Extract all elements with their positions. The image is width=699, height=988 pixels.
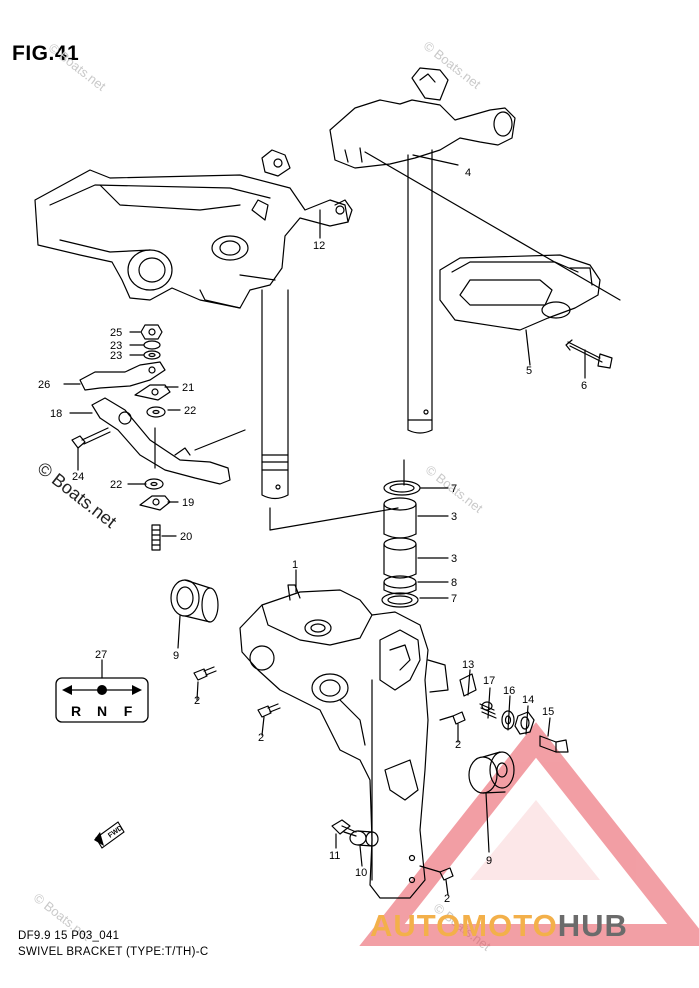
part-8-spacer <box>383 575 417 595</box>
part-19-plate <box>139 495 171 511</box>
callout-13: 13 <box>462 659 474 671</box>
assembly-line-c <box>364 151 621 301</box>
part-9-bushing-right <box>468 751 515 794</box>
callout-10: 10 <box>355 867 367 879</box>
callout-5: 5 <box>526 365 532 377</box>
callout-2d: 2 <box>444 893 450 905</box>
assembly-line-e <box>194 429 246 451</box>
part-26-plate <box>79 361 166 391</box>
part-17-spring <box>479 701 497 719</box>
caption-name: SWIVEL BRACKET (TYPE:T/TH)-C <box>18 946 209 958</box>
callout-9a: 9 <box>173 650 179 662</box>
part-1-swivel-bracket <box>239 584 449 899</box>
part-25-nut <box>140 324 163 340</box>
callout-11: 11 <box>329 850 340 862</box>
figure-title: FIG.41 <box>12 42 80 65</box>
part-3-bushing-a <box>383 497 417 539</box>
callout-24: 24 <box>72 471 84 483</box>
callout-22b: 22 <box>110 479 122 491</box>
callout-1: 1 <box>292 559 298 571</box>
steering-shaft <box>261 289 289 500</box>
part-2-screw-a <box>193 666 217 681</box>
callout-23a: 23 <box>110 340 122 352</box>
part-18-link-arm <box>91 397 231 485</box>
part-2-screw-b <box>257 703 281 718</box>
logo-triangle <box>359 722 699 946</box>
logo-part-1: AUTOMOTO <box>370 908 558 943</box>
callout-26: 26 <box>38 379 50 391</box>
callout-7a: 7 <box>451 483 457 495</box>
part-22-washer-b <box>144 478 164 490</box>
shift-letter-f: F <box>124 703 133 719</box>
callout-20: 20 <box>180 531 192 543</box>
callout-7b: 7 <box>451 593 457 605</box>
part-27-shift-plate: R N F <box>55 677 149 723</box>
callout-18: 18 <box>50 408 62 420</box>
assembly-line-a <box>269 507 399 531</box>
fwd-arrow: FWD <box>94 821 125 849</box>
callout-2a: 2 <box>194 695 200 707</box>
logo-part-2: HUB <box>557 908 628 943</box>
callout-3a: 3 <box>451 511 457 523</box>
part-7-washer-top <box>383 480 421 496</box>
callout-3b: 3 <box>451 553 457 565</box>
part-7-washer-bottom <box>381 592 419 608</box>
callout-22a: 22 <box>184 405 196 417</box>
part-2-screw-d <box>419 865 454 881</box>
callout-14: 14 <box>522 694 534 706</box>
part-4-steering-bracket <box>329 67 516 434</box>
part-9-bushing-left <box>170 579 219 623</box>
logo-wordmark: AUTOMOTOHUB <box>370 908 628 944</box>
part-3-bushing-b <box>383 537 417 579</box>
callout-27: 27 <box>95 649 107 661</box>
callout-2b: 2 <box>258 732 264 744</box>
shift-letter-r: R <box>71 703 81 719</box>
part-15-bolt <box>539 735 569 753</box>
part-22-washer-a <box>146 406 166 418</box>
part-24-screw <box>71 427 111 449</box>
callout-15: 15 <box>542 706 554 718</box>
callout-9b: 9 <box>486 855 492 867</box>
part-20-pin <box>151 524 161 551</box>
callout-2c: 2 <box>455 739 461 751</box>
part-5-stopper <box>439 254 601 331</box>
part-23-washer-b <box>143 350 161 360</box>
part-2-screw-c <box>439 711 466 725</box>
caption-model: DF9.9 15 P03_041 <box>18 930 120 942</box>
part-10-collar <box>349 830 379 847</box>
shift-letter-n: N <box>97 703 107 719</box>
part-12-clamp-bracket <box>34 149 353 309</box>
callout-25: 25 <box>110 327 122 339</box>
callouts: 1 2 2 2 2 3 3 4 5 6 7 7 8 9 9 10 11 12 1… <box>38 167 587 905</box>
part-13-plate <box>459 673 477 697</box>
callout-23b: 23 <box>110 350 122 362</box>
part-6-bolt <box>565 339 613 369</box>
callout-4: 4 <box>465 167 471 179</box>
part-11-bolt <box>331 819 357 837</box>
callout-8: 8 <box>451 577 457 589</box>
callout-12: 12 <box>313 240 325 252</box>
callout-21: 21 <box>182 382 194 394</box>
callout-6: 6 <box>581 380 587 392</box>
callout-17: 17 <box>483 675 495 687</box>
part-23-washer-a <box>143 340 161 350</box>
callout-16: 16 <box>503 685 515 697</box>
callout-19: 19 <box>182 497 194 509</box>
part-21-plate <box>134 384 171 401</box>
